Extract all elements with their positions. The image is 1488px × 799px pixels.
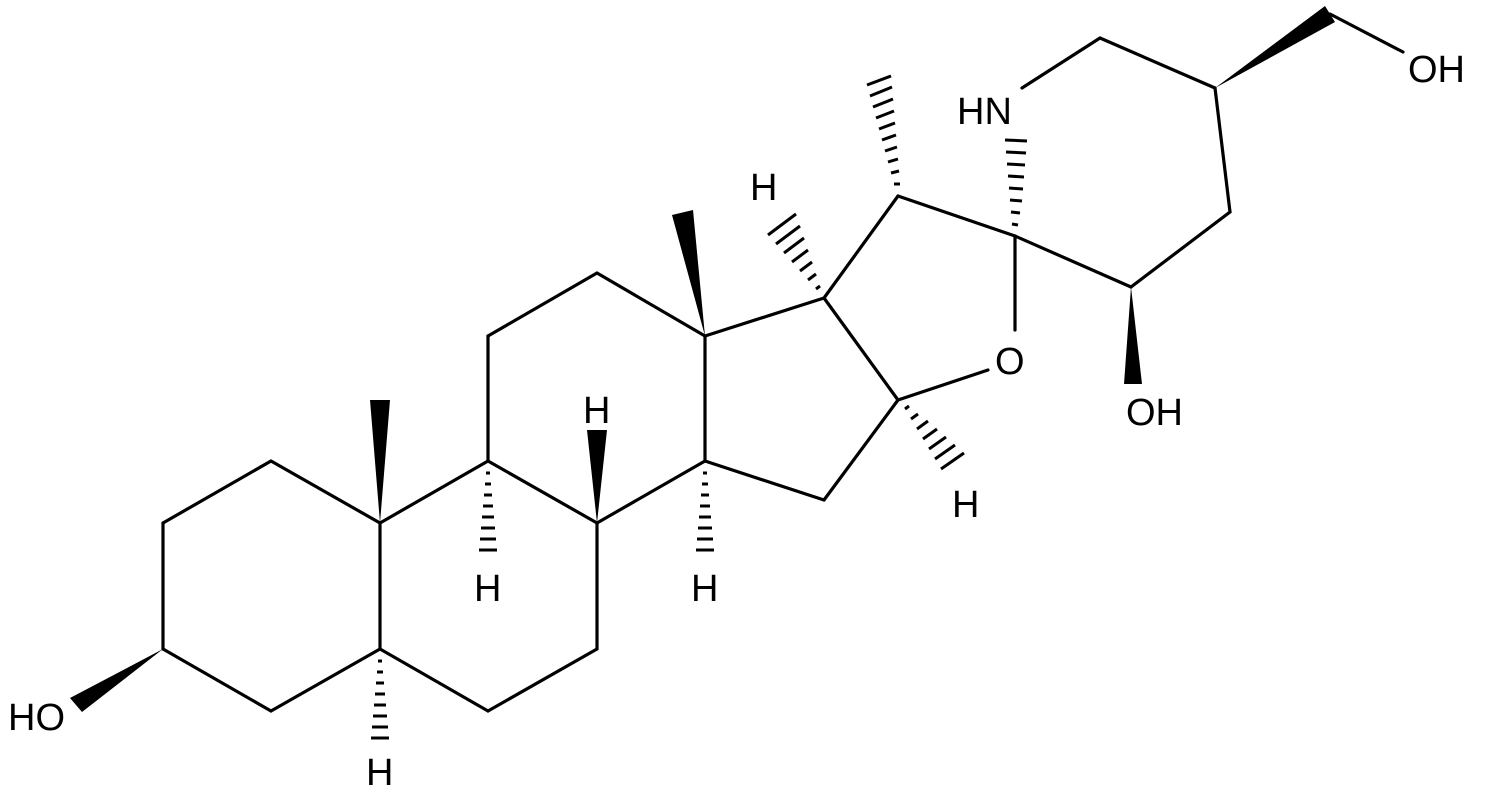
bond-c13-c17 — [703, 296, 826, 338]
bond-c27-o — [1328, 12, 1405, 54]
bond-c9-c10 — [378, 459, 490, 525]
bond-c4-c5 — [269, 647, 382, 713]
label-nh: HN — [957, 91, 1012, 133]
hash-c14-h — [696, 471, 714, 552]
hash-c20-methyl — [866, 74, 900, 186]
bond-c12-c13 — [595, 271, 707, 338]
bond-c6-c7 — [486, 647, 599, 713]
skeletal-bonds — [161, 12, 1405, 713]
label-oh-ring: OH — [1126, 392, 1183, 434]
bond-c10-c1 — [269, 459, 382, 525]
bond-c17-c16 — [822, 296, 900, 402]
label-h-c17: H — [750, 167, 777, 209]
atom-labels: HO OH OH HN O H H H H H H — [8, 49, 1465, 794]
wedge-bonds — [70, 6, 1335, 712]
bond-c17-c20 — [822, 194, 900, 300]
hash-c9-h — [479, 471, 497, 552]
bond-c25-c24 — [1213, 86, 1232, 214]
bond-c5-c6 — [378, 647, 490, 713]
bond-c8-c9 — [486, 459, 599, 525]
bond-c23-c22 — [1013, 234, 1133, 289]
label-h-c9: H — [474, 568, 501, 610]
label-h-c8: H — [583, 390, 610, 432]
hash-c16-h — [904, 404, 965, 471]
bond-c1-c2 — [161, 459, 273, 525]
wedge-c13-methyl — [672, 210, 705, 336]
bond-n-c26 — [1020, 36, 1102, 90]
hash-c5-h — [371, 659, 389, 740]
bond-c11-c12 — [486, 271, 599, 338]
wedge-c25-c27 — [1215, 6, 1335, 88]
bond-c15-c14 — [703, 459, 826, 502]
bond-c26-c25 — [1098, 36, 1217, 90]
label-ho-c3: HO — [8, 697, 65, 739]
wedge-c23-oh — [1124, 287, 1142, 384]
bond-c20-c22 — [896, 194, 1017, 238]
wedge-c8-h — [587, 430, 607, 523]
label-h-c16: H — [952, 484, 979, 526]
wedge-c3-oh — [70, 649, 163, 712]
label-o-ring: O — [995, 341, 1025, 383]
label-h-c5: H — [366, 752, 393, 794]
bond-c24-c23 — [1129, 210, 1232, 289]
wedge-c10-methyl — [370, 400, 390, 523]
bond-o-c16 — [896, 368, 990, 402]
bond-c3-c4 — [161, 647, 273, 713]
bond-c14-c8 — [595, 459, 707, 525]
hash-c17-h — [767, 212, 821, 291]
bond-c16-c15 — [822, 398, 900, 502]
label-h-c14: H — [691, 568, 718, 610]
label-oh-side-chain: OH — [1408, 49, 1465, 91]
hash-c22-n — [1004, 138, 1028, 227]
